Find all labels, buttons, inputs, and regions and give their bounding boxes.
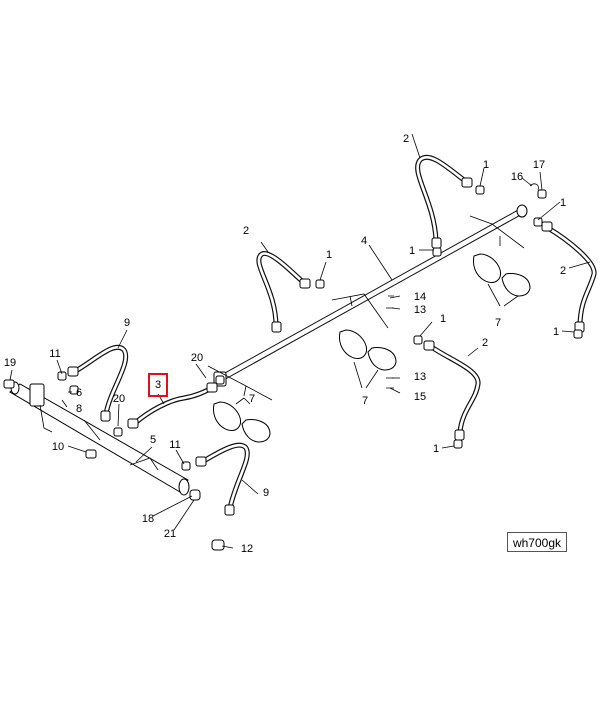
hose-9-lower <box>195 442 250 516</box>
hose-9-upper <box>67 344 129 422</box>
callout-1: 1 <box>483 159 489 171</box>
callout-20: 20 <box>191 352 203 364</box>
callout-21: 21 <box>164 528 176 540</box>
callout-labels: 1 17 16 1 2 1 2 1 4 2 1 14 13 7 1 2 13 1… <box>4 133 566 555</box>
callout-13: 13 <box>414 371 426 383</box>
callout-9: 9 <box>263 487 269 499</box>
drawing-reference-label: wh700gk <box>507 532 567 552</box>
fittings <box>3 183 583 551</box>
hose-2-lower-right <box>423 340 481 441</box>
callout-1: 1 <box>440 313 446 325</box>
callout-2: 2 <box>403 133 409 145</box>
manifold-tube <box>9 381 190 496</box>
callout-9: 9 <box>124 317 130 329</box>
callout-6: 6 <box>76 387 82 399</box>
callout-17: 17 <box>533 159 545 171</box>
callout-1: 1 <box>409 245 415 257</box>
hose-3 <box>127 382 218 429</box>
callout-3: 3 <box>155 379 161 391</box>
callout-7: 7 <box>362 395 368 407</box>
clamps-7-upper-right <box>473 253 531 307</box>
callout-7: 7 <box>249 393 255 405</box>
clamps-7-middle <box>339 329 397 389</box>
callout-1: 1 <box>560 197 566 209</box>
main-boom-tube <box>207 204 528 401</box>
callout-18: 18 <box>142 513 154 525</box>
callout-11: 11 <box>49 348 60 360</box>
callout-7: 7 <box>495 317 501 329</box>
callout-2: 2 <box>243 225 249 237</box>
callout-19: 19 <box>4 357 16 369</box>
hose-2-upper-left <box>256 251 311 333</box>
leader-lines <box>9 133 591 549</box>
hose-2-right <box>541 221 597 333</box>
callout-20: 20 <box>113 393 125 405</box>
callout-1: 1 <box>326 249 332 261</box>
callout-5: 5 <box>150 434 156 446</box>
callout-1: 1 <box>433 443 439 455</box>
callout-10: 10 <box>52 441 64 453</box>
callout-1: 1 <box>553 326 559 338</box>
hose-2-top <box>415 154 473 249</box>
callout-2: 2 <box>482 337 488 349</box>
callout-12: 12 <box>241 543 253 555</box>
callout-13: 13 <box>414 304 426 316</box>
callout-11: 11 <box>169 439 180 451</box>
callout-14: 14 <box>414 291 426 303</box>
clamps-7-lower <box>213 397 271 443</box>
callout-15: 15 <box>414 391 426 403</box>
callout-4: 4 <box>361 235 367 247</box>
callout-16: 16 <box>511 171 523 183</box>
highlight-box <box>148 373 168 397</box>
callout-8: 8 <box>76 403 82 415</box>
callout-2: 2 <box>560 265 566 277</box>
